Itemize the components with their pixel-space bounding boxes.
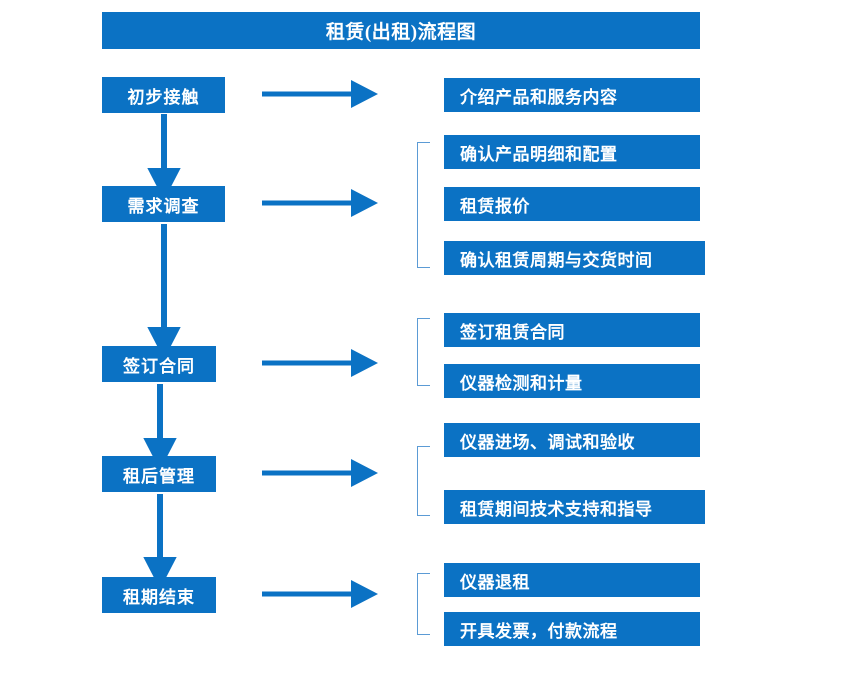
detail-box-4-2[interactable]: 租赁期间技术支持和指导 (444, 490, 705, 524)
detail-label: 租赁期间技术支持和指导 (460, 499, 653, 519)
detail-box-1-1[interactable]: 介绍产品和服务内容 (444, 78, 700, 112)
stage-box-1[interactable]: 初步接触 (102, 77, 225, 113)
detail-box-4-1[interactable]: 仪器进场、调试和验收 (444, 423, 700, 457)
stage-label: 租后管理 (123, 466, 195, 486)
detail-label: 租赁报价 (460, 196, 530, 216)
detail-box-3-2[interactable]: 仪器检测和计量 (444, 364, 700, 398)
detail-label: 确认租赁周期与交货时间 (460, 250, 653, 270)
detail-box-3-1[interactable]: 签订租赁合同 (444, 313, 700, 347)
detail-label: 仪器检测和计量 (460, 373, 583, 393)
brace-left-icon-4 (417, 446, 430, 516)
detail-label: 介绍产品和服务内容 (460, 87, 618, 107)
detail-label: 仪器进场、调试和验收 (460, 432, 635, 452)
brace-left-icon-5 (417, 573, 430, 635)
detail-box-2-1[interactable]: 确认产品明细和配置 (444, 135, 700, 169)
detail-label: 确认产品明细和配置 (460, 144, 618, 164)
stage-label: 租期结束 (123, 587, 195, 607)
page-title: 租赁(出租)流程图 (102, 12, 700, 49)
stage-box-3[interactable]: 签订合同 (102, 346, 216, 382)
detail-box-2-3[interactable]: 确认租赁周期与交货时间 (444, 241, 705, 275)
detail-label: 开具发票，付款流程 (460, 621, 618, 641)
stage-box-4[interactable]: 租后管理 (102, 456, 216, 492)
stage-label: 需求调查 (127, 196, 200, 216)
brace-left-icon-3 (417, 318, 430, 386)
detail-label: 签订租赁合同 (460, 322, 565, 342)
detail-box-5-2[interactable]: 开具发票，付款流程 (444, 612, 700, 646)
stage-label: 初步接触 (127, 87, 200, 107)
stage-box-2[interactable]: 需求调查 (102, 186, 225, 222)
detail-box-2-2[interactable]: 租赁报价 (444, 187, 700, 221)
detail-label: 仪器退租 (460, 572, 530, 592)
stage-label: 签订合同 (123, 356, 195, 376)
brace-left-icon-2 (417, 142, 430, 268)
stage-box-5[interactable]: 租期结束 (102, 577, 216, 613)
detail-box-5-1[interactable]: 仪器退租 (444, 563, 700, 597)
